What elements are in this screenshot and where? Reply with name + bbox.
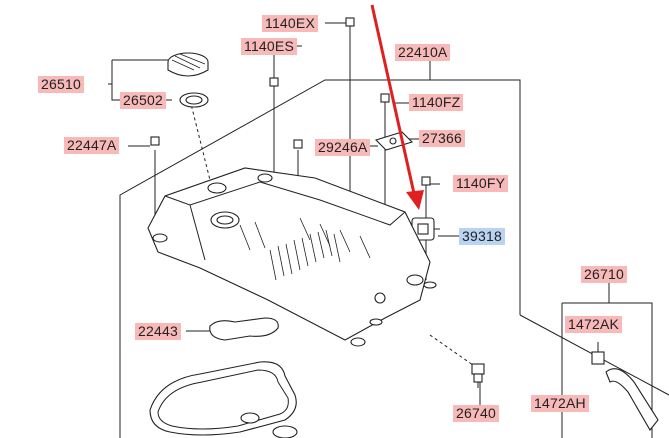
part-label-26740[interactable]: 26740 xyxy=(453,405,499,422)
pcv-hose-part xyxy=(591,342,659,431)
part-label-29246A[interactable]: 29246A xyxy=(315,139,371,156)
bolt-29246A xyxy=(293,139,303,149)
pointer-arrow xyxy=(370,4,424,210)
rocker-cover-body xyxy=(147,167,437,347)
bracket-27366-part xyxy=(374,131,414,151)
bolt-22447A xyxy=(150,136,160,146)
part-label-26510[interactable]: 26510 xyxy=(38,76,84,93)
bolt-1140FY xyxy=(421,176,431,186)
cap-gasket-part xyxy=(179,92,209,108)
part-label-27366[interactable]: 27366 xyxy=(419,130,465,147)
gasket-22443-part xyxy=(209,317,279,341)
part-label-1140FY[interactable]: 1140FY xyxy=(453,175,509,192)
part-label-1140EX[interactable]: 1140EX xyxy=(262,15,318,32)
part-label-1140FZ[interactable]: 1140FZ xyxy=(409,94,464,111)
bolt-1140ES xyxy=(269,77,279,98)
part-label-22447A[interactable]: 22447A xyxy=(64,137,120,154)
part-label-1472AH[interactable]: 1472AH xyxy=(531,395,589,412)
part-label-22443[interactable]: 22443 xyxy=(135,323,181,340)
bolt-1140EX xyxy=(345,17,355,48)
sensor-26740-part xyxy=(471,363,485,388)
part-label-26710[interactable]: 26710 xyxy=(581,266,627,283)
part-label-22410A[interactable]: 22410A xyxy=(395,44,451,61)
valve-cover-gasket-part xyxy=(149,361,298,438)
part-label-1472AK[interactable]: 1472AK xyxy=(565,316,623,333)
cam-sensor-39318-part xyxy=(411,217,440,241)
part-label-26502[interactable]: 26502 xyxy=(120,92,166,109)
part-label-39318[interactable]: 39318 xyxy=(459,228,505,245)
bolt-1140FZ xyxy=(380,93,390,103)
oil-filler-cap-part xyxy=(167,52,209,77)
part-label-1140ES[interactable]: 1140ES xyxy=(241,38,297,55)
